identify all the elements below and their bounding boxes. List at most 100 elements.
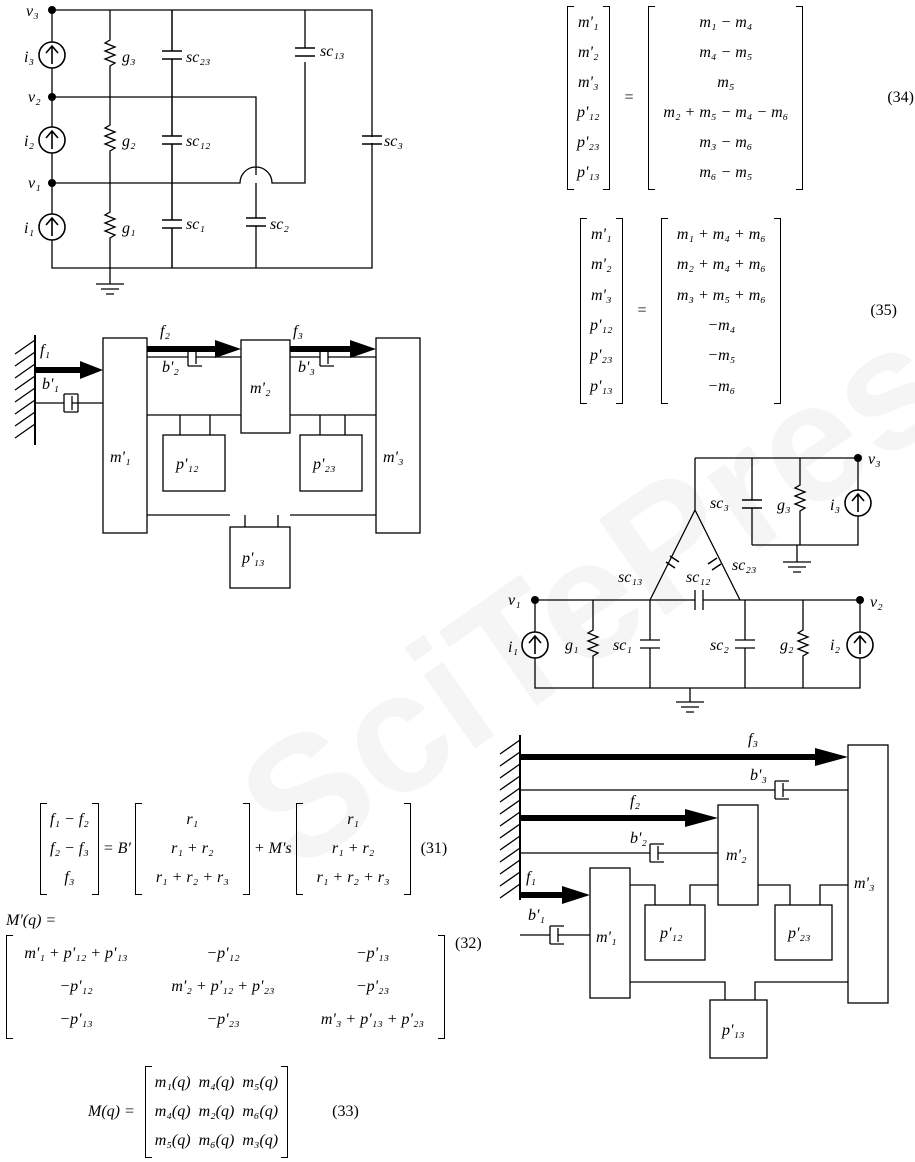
matrix-cell: m₁(q): [154, 1073, 191, 1091]
label-g2: g₂: [122, 133, 136, 150]
cell: r₁ + r₂: [171, 839, 214, 857]
label-f2: f₂: [160, 323, 170, 340]
mechanical-diagram-2: f₃ b'₃ f₂ b'₂ m'₂ f₁ b'₁ m'₁ p'₁₂ p'₂₃ m…: [499, 731, 889, 1059]
label-p13: p'₁₃: [241, 550, 265, 567]
label-b2: b'₂: [162, 359, 179, 376]
label-i2: i₂: [830, 637, 840, 654]
matrix-cell: m₂ + m₅ − m₄ − m₆: [663, 104, 789, 121]
matrix-cell: m₆(q): [198, 1132, 235, 1150]
matrix-cell: m₁ − m₄: [699, 14, 753, 31]
matrix-cell: m₅(q): [154, 1132, 191, 1150]
matrix-cell: m'₂ + p'₁₂ + p'₂₃: [171, 977, 275, 995]
matrix-cell: p'₂₃: [577, 134, 600, 151]
matrix-cell: −m₅: [707, 347, 736, 365]
matrix-cell: m₁ + m₄ + m₆: [676, 226, 766, 244]
label-sc12: sc₁₂: [686, 569, 711, 586]
label-i3: i₃: [24, 49, 34, 66]
label-m1: m'₁: [110, 449, 131, 466]
label-g3: g₃: [777, 497, 791, 514]
circuit-diagram-1: v₃ v₂ v₁ i₃ i₂ i₁ g₃ g₂ g₁ sc₂₃ sc₁₂ sc₁…: [24, 3, 403, 295]
matrix-cell: p'₁₃: [590, 377, 613, 395]
label-b2: b'₂: [630, 830, 647, 847]
label-p23: p'₂₃: [312, 456, 336, 473]
matrix-cell: m₂ + m₄ + m₆: [676, 256, 766, 274]
cell: r₁ + r₂: [331, 839, 375, 857]
cell: r₁: [347, 810, 359, 828]
label-i2: i₂: [24, 133, 34, 150]
label-sc13: sc₁₃: [618, 569, 642, 586]
matrix-cell: m₅(q): [242, 1073, 279, 1091]
label-p12: p'₁₂: [175, 456, 199, 473]
label-b3: b'₃: [750, 767, 767, 784]
label-p12: p'₁₂: [659, 925, 683, 942]
label-b1: b'₁: [42, 376, 59, 393]
matrix-cell: m'₂: [578, 44, 599, 61]
cell: r₁ + r₂ + r₃: [316, 869, 390, 887]
label-v3: v₃: [868, 451, 881, 468]
matrix-cell: m₄ − m₅: [699, 44, 753, 61]
plus-ms: + M's: [253, 840, 292, 857]
cell: r₁: [186, 810, 199, 828]
matrix-cell: m₂(q): [198, 1102, 235, 1120]
lhs: M(q) =: [88, 1103, 135, 1120]
label-sc3: sc₃: [384, 133, 403, 150]
label-m3: m'₃: [854, 875, 875, 892]
label-g1: g₁: [565, 637, 579, 654]
cell: f₃: [64, 869, 75, 887]
equation-33: M(q) = m₁(q)m₄(q)m₅(q)m₄(q)m₂(q)m₆(q)m₅(…: [88, 1066, 359, 1158]
matrix-cell: p'₂₃: [590, 347, 613, 365]
label-i1: i₁: [24, 220, 34, 237]
label-g3: g₃: [122, 49, 136, 66]
matrix-cell: p'₁₃: [577, 164, 600, 181]
label-g2: g₂: [780, 637, 794, 654]
cell: r₁ + r₂ + r₃: [155, 869, 229, 887]
label-f3: f₃: [748, 731, 758, 748]
matrix-cell: p'₁₂: [590, 317, 613, 335]
label-p13: p'₁₃: [721, 1022, 745, 1039]
matrix-cell: p'₁₂: [577, 104, 600, 121]
equation-number: (31): [420, 840, 448, 857]
label-g1: g₁: [122, 220, 136, 237]
label-v2: v₂: [28, 89, 41, 106]
matrix-cell: m'₁: [591, 226, 612, 244]
matrix-cell: −p'₂₃: [206, 1011, 240, 1029]
cell: f₂ − f₃: [50, 839, 89, 857]
matrix-cell: m₆(q): [242, 1102, 279, 1120]
matrix-cell: m₄(q): [154, 1102, 191, 1120]
matrix-cell: m₆ − m₅: [699, 164, 753, 181]
label-p23: p'₂₃: [787, 925, 811, 942]
label-b3: b'₃: [298, 359, 315, 376]
matrix-cell: m'₃ + p'₁₃ + p'₂₃: [320, 1011, 425, 1029]
label-sc1: sc₁: [613, 637, 632, 654]
matrix-cell: m₅: [717, 74, 735, 91]
label-sc12: sc₁₂: [186, 133, 211, 150]
equation-32-lhs: M'(q) =: [6, 912, 57, 929]
matrix-cell: m₃(q): [242, 1132, 279, 1150]
label-m2: m'₂: [726, 847, 747, 864]
vector-1: r₁ r₁ + r₂ r₁ + r₂ + r₃: [134, 803, 250, 895]
label-sc3: sc₃: [710, 495, 729, 512]
equals-b: = B': [102, 840, 131, 857]
label-f1: f₁: [40, 342, 50, 359]
equals: =: [623, 89, 635, 106]
label-i1: i₁: [508, 639, 518, 656]
matrix-cell: −p'₂₃: [355, 977, 390, 995]
label-v3: v₃: [26, 3, 39, 20]
label-m2: m'₂: [250, 380, 271, 397]
label-sc23: sc₂₃: [732, 557, 756, 574]
label-sc23: sc₂₃: [186, 49, 210, 66]
label-m1: m'₁: [596, 929, 617, 946]
equation-number: (33): [332, 1103, 359, 1120]
label-v1: v₁: [508, 592, 521, 609]
matrix-cell: −m₄: [707, 317, 736, 335]
label-v2: v₂: [870, 594, 883, 611]
